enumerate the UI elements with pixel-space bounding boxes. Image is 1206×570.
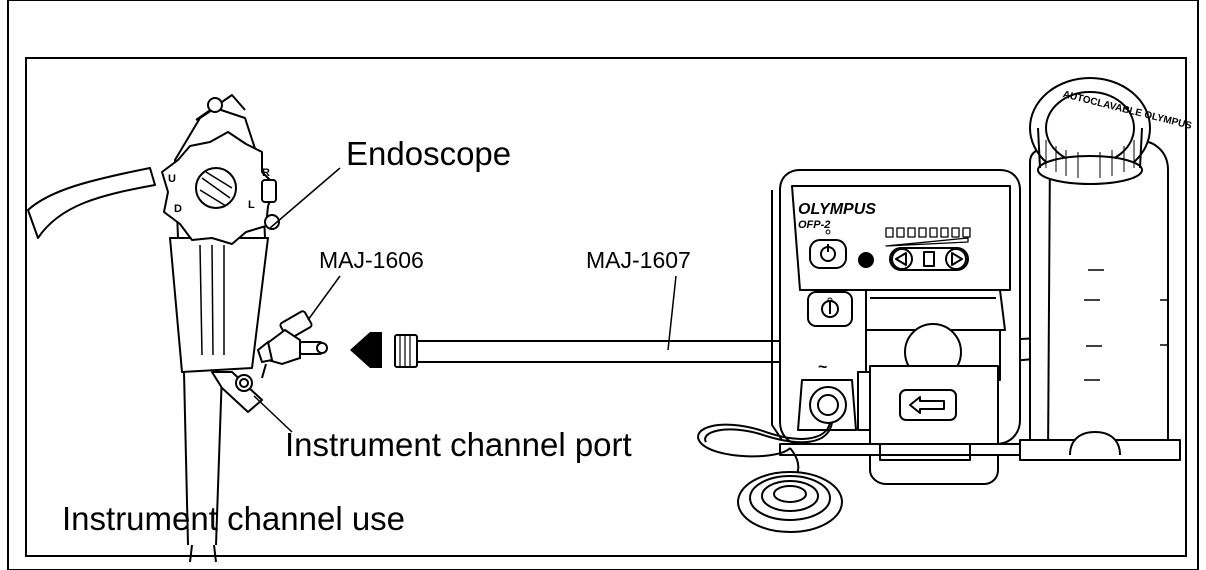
connection-arrow xyxy=(350,332,382,368)
foot-switch-icon xyxy=(858,252,874,268)
port-leader xyxy=(253,395,293,433)
knob-mark-u: U xyxy=(168,173,176,185)
maj-1607-tube xyxy=(394,139,1133,368)
maj-1606-valve xyxy=(256,310,328,379)
power-standby-button xyxy=(809,239,847,269)
water-bottle: AUTOCLAVABLE OLYMPUS xyxy=(1019,77,1193,461)
ofp-2-pump: OLYMPUS OFP-2 xyxy=(771,169,1021,485)
knob-mark-l: L xyxy=(248,199,255,211)
flow-rate-indicator xyxy=(885,227,971,247)
control-grip xyxy=(169,237,269,373)
outer-frame xyxy=(7,0,1199,570)
maj-1606-label: MAJ-1606 xyxy=(319,247,424,273)
maj-1607-label: MAJ-1607 xyxy=(586,247,691,273)
maj-1607-leader xyxy=(667,275,677,351)
endoscope-label: Endoscope xyxy=(346,135,511,172)
endoscope: U D R L xyxy=(27,94,280,563)
instrument-channel-port-label: Instrument channel port xyxy=(285,426,632,463)
instrument-channel-port xyxy=(211,371,263,413)
brand-label: OLYMPUS xyxy=(798,201,876,218)
knob-mark-d: D xyxy=(174,203,182,215)
foot-switch xyxy=(697,422,843,533)
angulation-knob xyxy=(161,131,277,245)
instrument-channel-use-label: Instrument channel use xyxy=(62,500,405,537)
universal-cord xyxy=(27,167,156,239)
svg-text:~: ~ xyxy=(818,359,827,376)
inner-frame xyxy=(25,57,1187,557)
maj-1606-leader xyxy=(307,275,341,321)
knob-mark-r: R xyxy=(262,167,270,179)
leader-lines xyxy=(253,167,677,433)
model-label: OFP-2 xyxy=(798,219,830,231)
endoscope-leader xyxy=(269,167,341,229)
flow-rate-buttons xyxy=(889,247,969,271)
insertion-tube xyxy=(183,371,223,546)
